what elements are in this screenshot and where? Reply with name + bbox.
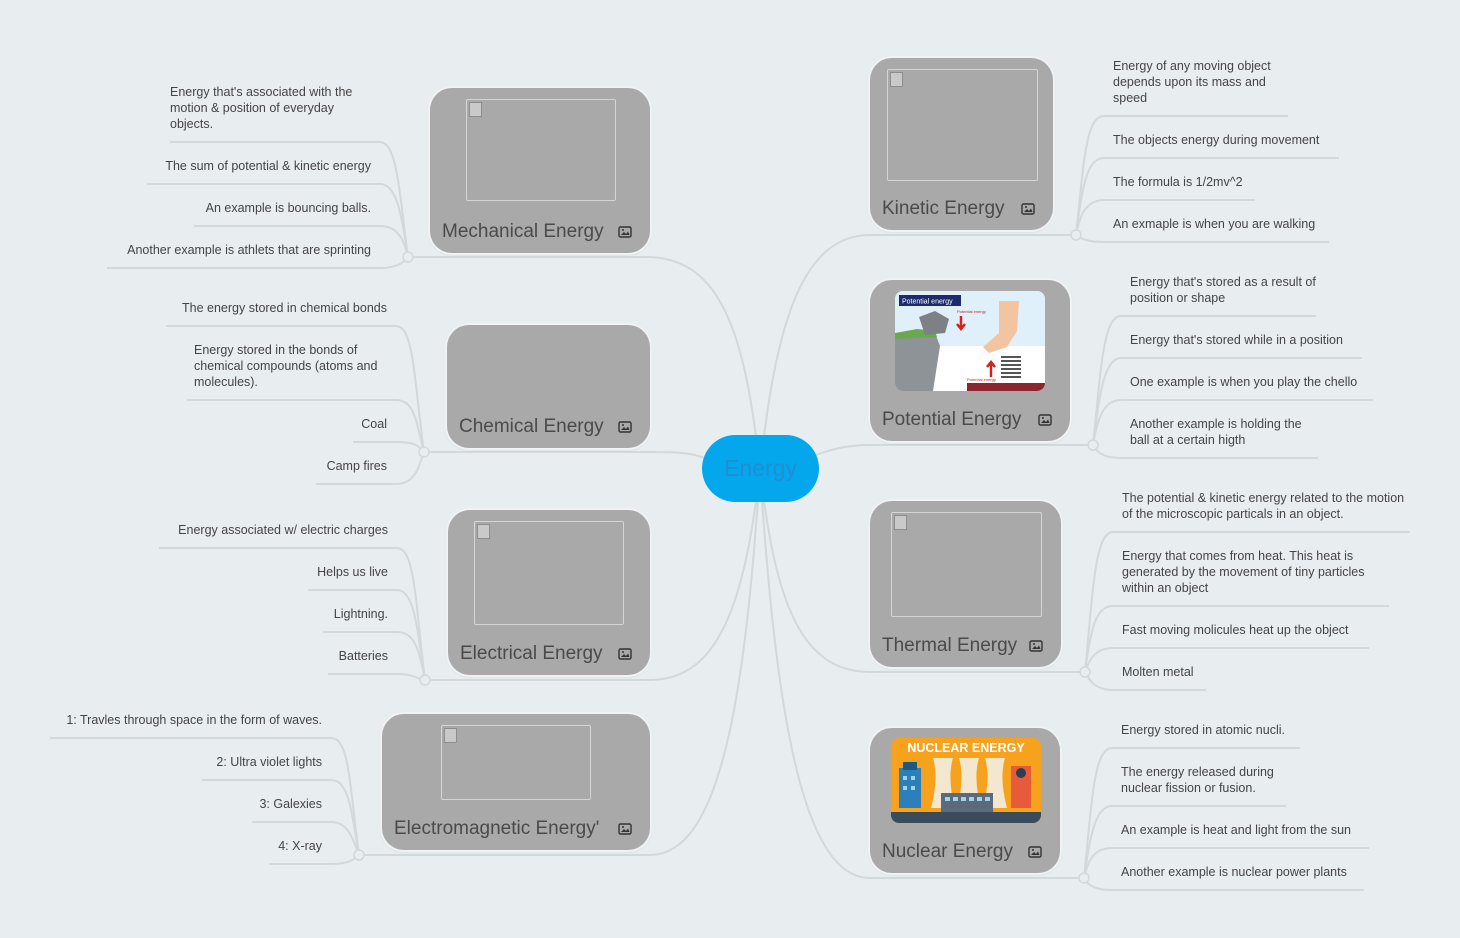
topic-title: Thermal Energy (882, 635, 1018, 656)
topic-electrical-energy[interactable]: Electrical Energy (448, 510, 650, 675)
note-mechanical-4[interactable]: Another example is athlets that are spri… (127, 243, 371, 257)
broken-image-placeholder (474, 521, 624, 625)
central-topic[interactable]: Energy (702, 435, 819, 502)
note-mechanical-1[interactable]: Energy that's associated with the motion… (170, 85, 353, 131)
image-icon[interactable] (1021, 203, 1035, 215)
topic-electromagnetic-energy[interactable]: Electromagnetic Energy' (382, 714, 650, 850)
topic-potential-energy[interactable]: Potential energy Potential energy Potent… (870, 280, 1070, 441)
topic-thermal-energy[interactable]: Thermal Energy (870, 501, 1061, 667)
illustration-caption: NUCLEAR ENERGY (907, 741, 1025, 755)
note-nuclear-3[interactable]: An example is heat and light from the su… (1121, 823, 1351, 837)
broken-image-placeholder (887, 69, 1038, 181)
topic-title: Potential Energy (882, 409, 1022, 430)
image-icon[interactable] (1029, 640, 1043, 652)
note-chemical-2[interactable]: Energy stored in the bonds of chemical c… (194, 343, 378, 389)
topic-title: Mechanical Energy (442, 221, 604, 242)
broken-image-placeholder (891, 512, 1042, 617)
note-mechanical-2[interactable]: The sum of potential & kinetic energy (165, 159, 371, 173)
note-potential-2[interactable]: Energy that's stored while in a position (1130, 333, 1343, 347)
illustration-caption: Potential energy (902, 299, 953, 306)
topic-nuclear-energy[interactable]: NUCLEAR ENERGY Nuclear Energy (870, 728, 1060, 873)
note-chemical-3[interactable]: Coal (361, 417, 387, 431)
note-electrical-2[interactable]: Helps us live (317, 565, 388, 579)
potential-energy-illustration: Potential energy Potential energy Potent… (895, 291, 1045, 391)
central-topic-label: Energy (724, 455, 797, 481)
note-mechanical-3[interactable]: An example is bouncing balls. (205, 201, 371, 215)
illustration-arrow-label: Potential energy (967, 377, 996, 382)
note-thermal-4[interactable]: Molten metal (1122, 665, 1194, 679)
note-chemical-4[interactable]: Camp fires (326, 459, 387, 473)
topic-title: Nuclear Energy (882, 841, 1013, 862)
topic-chemical-energy[interactable]: Chemical Energy (447, 325, 650, 448)
topic-title: Chemical Energy (459, 416, 604, 437)
note-electromagnetic-3[interactable]: 3: Galexies (259, 797, 322, 811)
note-potential-4[interactable]: Another example is holding the ball at a… (1130, 417, 1302, 447)
note-potential-1[interactable]: Energy that's stored as a result of posi… (1130, 275, 1316, 305)
note-thermal-1[interactable]: The potential & kinetic energy related t… (1122, 491, 1405, 521)
topic-title: Electrical Energy (460, 643, 603, 664)
note-nuclear-2[interactable]: The energy released during nuclear fissi… (1121, 765, 1274, 795)
note-chemical-1[interactable]: The energy stored in chemical bonds (182, 301, 387, 315)
note-nuclear-1[interactable]: Energy stored in atomic nucli. (1121, 723, 1285, 737)
note-electrical-3[interactable]: Lightning. (333, 607, 388, 621)
broken-image-placeholder (466, 99, 616, 201)
topic-title: Kinetic Energy (882, 198, 1005, 219)
image-icon[interactable] (1028, 846, 1042, 858)
image-icon[interactable] (618, 226, 632, 238)
note-potential-3[interactable]: One example is when you play the chello (1130, 375, 1358, 389)
broken-image-placeholder (441, 725, 591, 800)
topic-mechanical-energy[interactable]: Mechanical Energy (430, 88, 650, 253)
note-kinetic-2[interactable]: The objects energy during movement (1113, 133, 1320, 147)
note-electromagnetic-2[interactable]: 2: Ultra violet lights (216, 755, 322, 769)
note-kinetic-4[interactable]: An exmaple is when you are walking (1113, 217, 1316, 231)
image-icon[interactable] (618, 823, 632, 835)
note-electromagnetic-1[interactable]: 1: Travles through space in the form of … (66, 713, 322, 727)
image-icon[interactable] (618, 648, 632, 660)
image-icon[interactable] (1038, 414, 1052, 426)
note-thermal-2[interactable]: Energy that comes from heat. This heat i… (1122, 549, 1365, 595)
note-nuclear-4[interactable]: Another example is nuclear power plants (1121, 865, 1347, 879)
illustration-arrow-label: Potential energy (957, 309, 986, 314)
topic-kinetic-energy[interactable]: Kinetic Energy (870, 58, 1053, 230)
note-electromagnetic-4[interactable]: 4: X-ray (278, 839, 322, 853)
note-thermal-3[interactable]: Fast moving molicules heat up the object (1122, 623, 1349, 637)
note-kinetic-1[interactable]: Energy of any moving object depends upon… (1113, 59, 1271, 105)
note-kinetic-3[interactable]: The formula is 1/2mv^2 (1113, 175, 1243, 189)
note-electrical-1[interactable]: Energy associated w/ electric charges (178, 523, 388, 537)
image-icon[interactable] (618, 421, 632, 433)
topic-title: Electromagnetic Energy' (394, 818, 600, 839)
note-electrical-4[interactable]: Batteries (338, 649, 388, 663)
nuclear-energy-illustration: NUCLEAR ENERGY (891, 738, 1041, 823)
